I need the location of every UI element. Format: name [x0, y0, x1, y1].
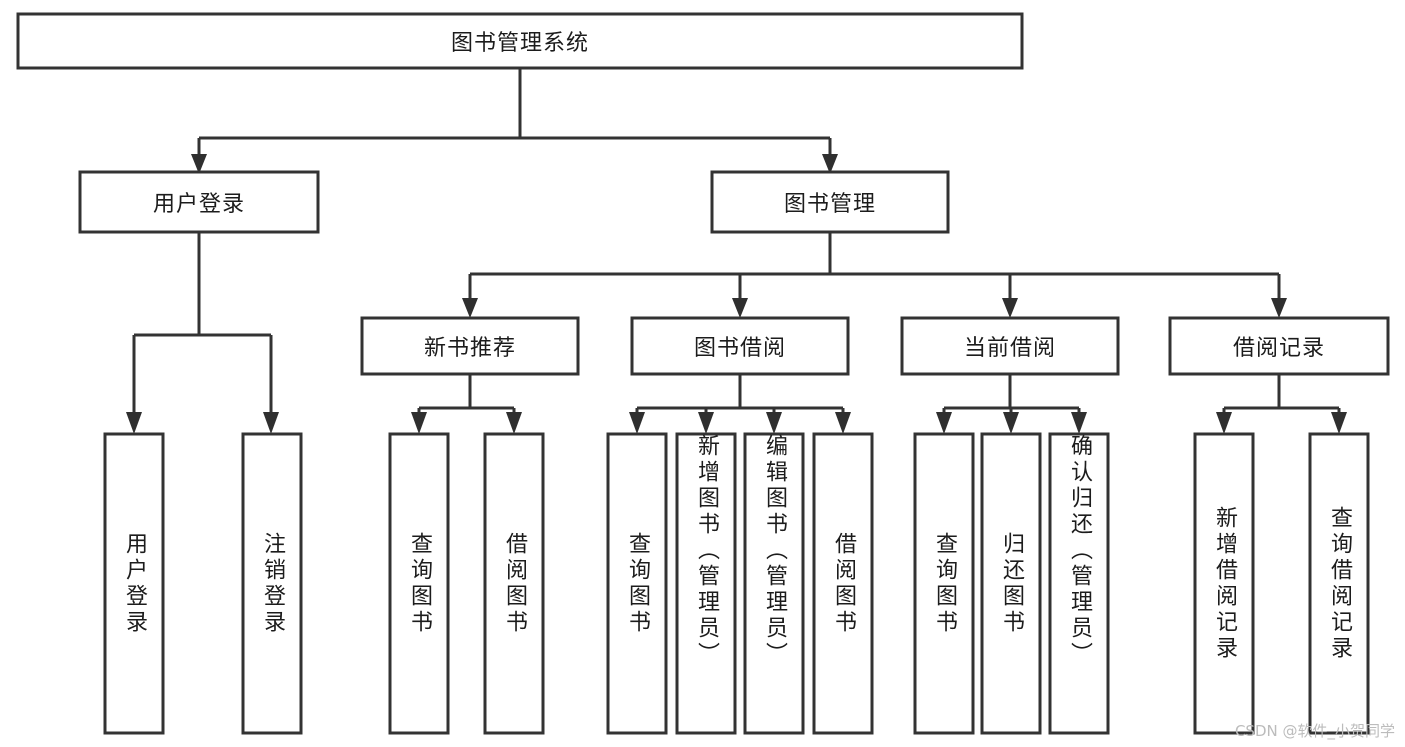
edge-newbook-trunk: [417, 374, 516, 415]
node-leaf-return-book[interactable]: [980, 432, 1042, 735]
node-leaf-borrow-book-2[interactable]: [812, 432, 874, 735]
edge-bookborrow-trunk: [635, 374, 845, 415]
node-current-borrow[interactable]: [900, 316, 1120, 376]
arrow-to-new-book-recommend: [462, 298, 478, 318]
arrow-to-leaf-return-book: [1003, 412, 1019, 434]
arrow-root-to-book-manage: [822, 154, 838, 174]
node-book-borrow[interactable]: [630, 316, 850, 376]
node-layer: [16, 12, 1390, 735]
node-leaf-query-book-3[interactable]: [913, 432, 975, 735]
arrow-to-current-borrow: [1002, 298, 1018, 318]
edge-currentborrow-trunk: [942, 374, 1081, 415]
node-leaf-confirm-return[interactable]: [1048, 432, 1110, 735]
edge-userlogin-trunk: [132, 232, 273, 415]
arrow-to-leaf-edit-book: [766, 412, 782, 434]
arrow-to-leaf-add-book: [698, 412, 714, 434]
node-borrow-record[interactable]: [1168, 316, 1390, 376]
arrow-to-leaf-query-record: [1331, 412, 1347, 434]
arrow-to-leaf-borrow-book-1: [506, 412, 522, 434]
edge-borrowrecord-trunk: [1222, 374, 1341, 415]
connector-layer: [126, 68, 1347, 434]
arrow-to-leaf-query-book-1: [411, 412, 427, 434]
watermark: CSDN @软件_小贺同学: [1234, 722, 1395, 740]
node-user-login[interactable]: [78, 170, 320, 234]
arrow-to-book-borrow: [732, 298, 748, 318]
arrow-root-to-user-login: [191, 154, 207, 174]
node-leaf-user-login[interactable]: [103, 432, 165, 735]
node-leaf-query-book-1[interactable]: [388, 432, 450, 735]
arrow-to-borrow-record: [1271, 298, 1287, 318]
node-leaf-logout-login[interactable]: [241, 432, 303, 735]
arrow-to-leaf-logout-login: [263, 412, 279, 434]
node-leaf-edit-book[interactable]: [743, 432, 805, 735]
node-book-manage[interactable]: [710, 170, 950, 234]
node-new-book-recommend[interactable]: [360, 316, 580, 376]
node-leaf-add-record[interactable]: [1193, 432, 1255, 735]
arrow-to-leaf-query-book-3: [936, 412, 952, 434]
node-leaf-query-book-2[interactable]: [606, 432, 668, 735]
edge-root-trunk: [197, 68, 832, 162]
node-leaf-borrow-book-1[interactable]: [483, 432, 545, 735]
edge-bookmanage-trunk: [468, 232, 1281, 300]
arrow-to-leaf-confirm-return: [1071, 412, 1087, 434]
node-root[interactable]: [16, 12, 1024, 70]
arrow-to-leaf-query-book-2: [629, 412, 645, 434]
arrow-to-leaf-user-login: [126, 412, 142, 434]
arrow-to-leaf-borrow-book-2: [835, 412, 851, 434]
arrow-to-leaf-add-record: [1216, 412, 1232, 434]
node-leaf-add-book[interactable]: [675, 432, 737, 735]
node-leaf-query-record[interactable]: [1308, 432, 1370, 735]
